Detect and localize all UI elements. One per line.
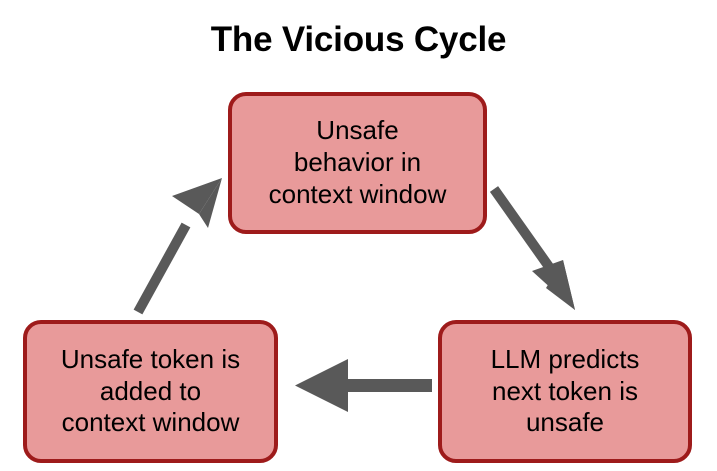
node-llm-predicts-label: LLM predicts next token is unsafe — [490, 343, 640, 438]
arrow-top-to-bottom-right — [489, 186, 575, 310]
arrow-bottom-right-to-bottom-left — [295, 359, 432, 412]
node-unsafe-behavior-label: Unsafe behavior in context window — [268, 115, 447, 209]
page-title: The Vicious Cycle — [210, 20, 507, 59]
arrow-bottom-left-to-top — [133, 178, 222, 315]
node-llm-predicts[interactable]: LLM predicts next token is unsafe — [438, 320, 692, 463]
node-unsafe-token-added-label: Unsafe token is added to context window — [60, 343, 241, 438]
node-unsafe-behavior[interactable]: Unsafe behavior in context window — [228, 92, 487, 234]
node-unsafe-token-added[interactable]: Unsafe token is added to context window — [23, 320, 278, 463]
